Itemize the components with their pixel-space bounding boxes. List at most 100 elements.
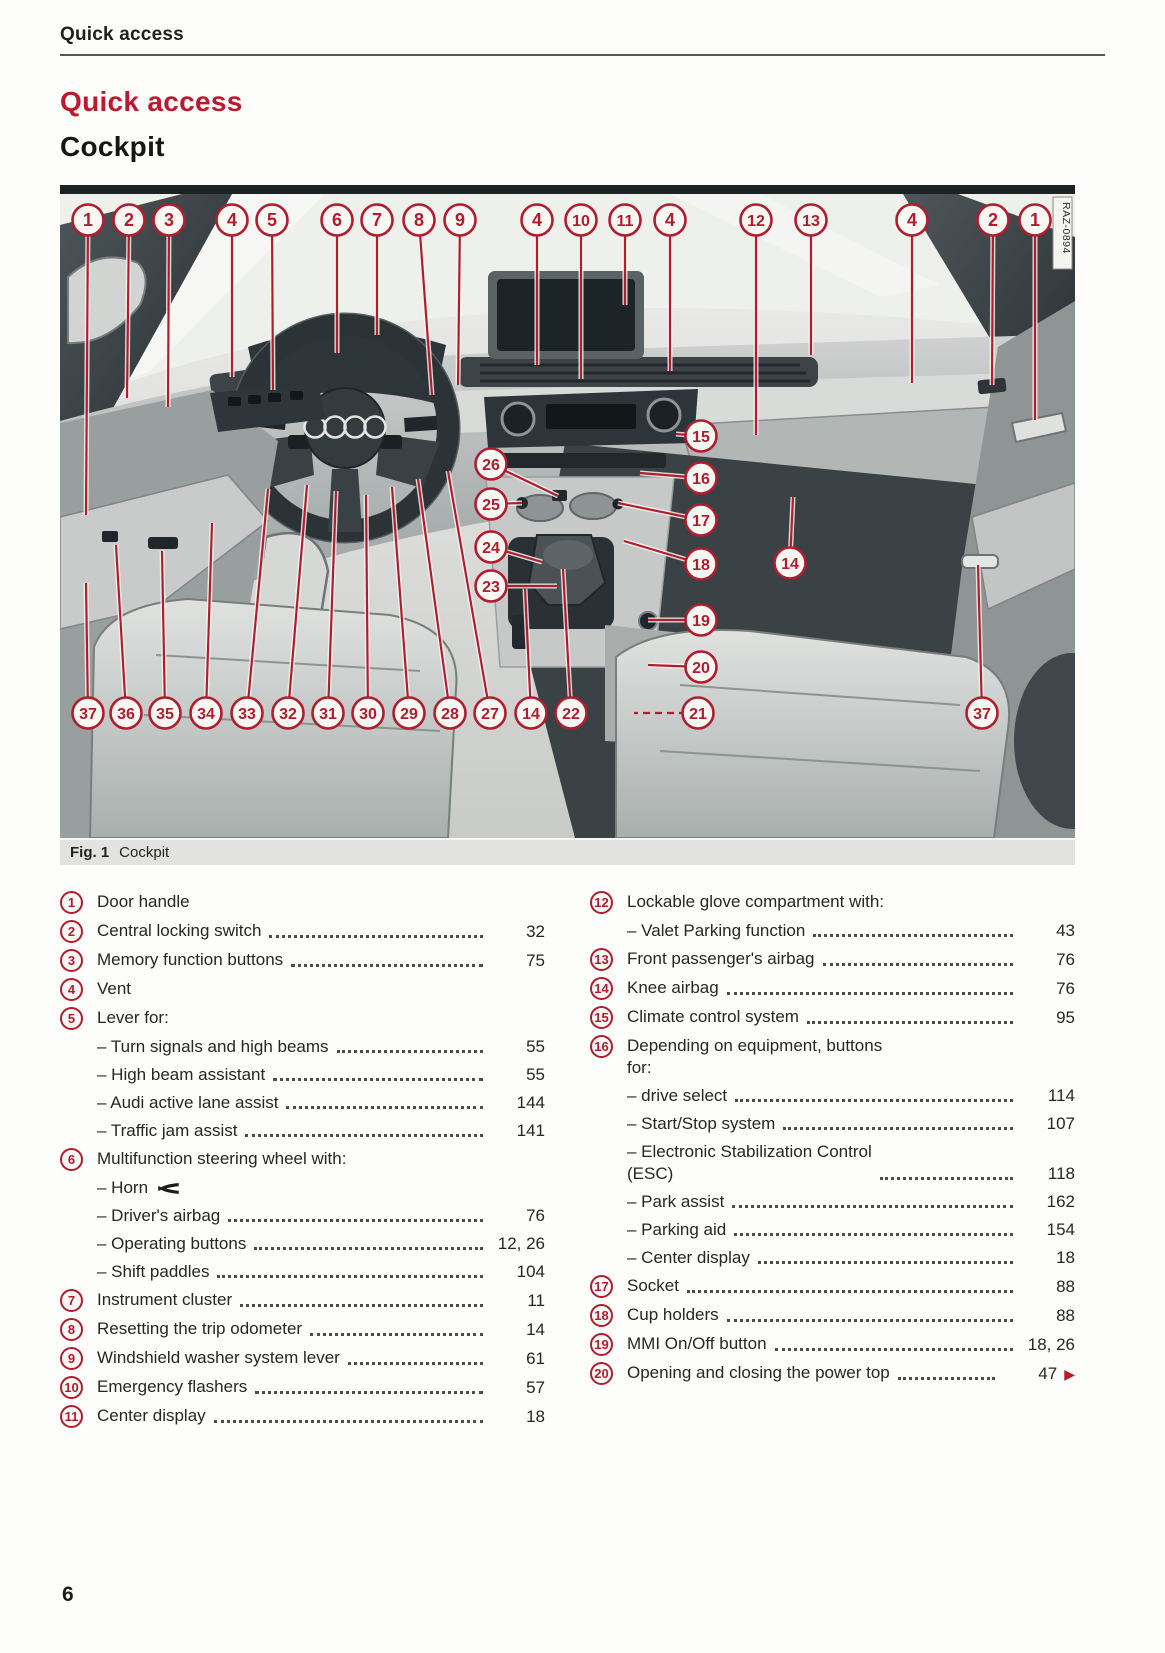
item-label: – Valet Parking function [627, 921, 806, 940]
dotted-leader [726, 992, 1013, 995]
dotted-leader [735, 1099, 1013, 1102]
svg-text:2: 2 [124, 210, 134, 230]
svg-text:20: 20 [692, 660, 710, 677]
figure-caption: Fig. 1 Cockpit [60, 838, 1075, 865]
item-number-badge: 19 [590, 1333, 613, 1356]
svg-text:4: 4 [665, 210, 675, 230]
dotted-leader [217, 1275, 483, 1278]
callout-26: 26 [474, 447, 508, 481]
dotted-leader [245, 1134, 483, 1137]
running-header: Quick access [60, 24, 184, 45]
item-page-number: 141 [516, 1121, 545, 1140]
dotted-leader [806, 1021, 1013, 1024]
item-label: Central locking switch [97, 921, 262, 940]
dotted-leader [336, 1050, 483, 1053]
item-number-badge: 16 [590, 1035, 613, 1058]
item-page-number: 61 [526, 1349, 545, 1368]
callout-17: 17 [684, 503, 718, 537]
item-label: – Park assist [627, 1192, 725, 1211]
item-number-badge: 13 [590, 948, 613, 971]
figure-caption-label: Fig. 1 [70, 844, 110, 861]
item-number-badge: 6 [60, 1148, 83, 1171]
cup-holder [569, 492, 617, 520]
item-label: Lever for: [97, 1008, 169, 1027]
svg-text:4: 4 [532, 210, 542, 230]
callout-34: 34 [189, 696, 223, 730]
svg-text:24: 24 [482, 540, 500, 557]
section-title: Quick access [60, 86, 243, 117]
button-strip [490, 453, 666, 468]
item-label: – Horn [97, 1178, 149, 1197]
item-label: Lockable glove compartment with: [627, 892, 885, 911]
callout-27: 27 [473, 696, 507, 730]
item-page-number: 75 [526, 951, 545, 970]
item-page-number: 76 [526, 1206, 545, 1225]
header-rule [60, 54, 1105, 56]
item-number-badge: 1 [60, 891, 83, 914]
svg-text:21: 21 [689, 706, 707, 723]
item-label: – Turn signals and high beams [97, 1037, 329, 1056]
item-page-number: 18 [526, 1407, 545, 1426]
watermark: RAZ-0894 [1052, 196, 1073, 270]
callout-16: 16 [684, 461, 718, 495]
svg-text:14: 14 [522, 706, 540, 723]
callout-31: 31 [311, 696, 345, 730]
item-number-badge: 8 [60, 1318, 83, 1341]
item-label: – Audi active lane assist [97, 1093, 279, 1112]
dotted-leader [291, 964, 483, 967]
item-page-number: 88 [1056, 1277, 1075, 1296]
item-label: Opening and closing the power top [627, 1363, 890, 1382]
svg-text:1: 1 [1030, 210, 1040, 230]
item-label: – Parking aid [627, 1220, 727, 1239]
callout-8: 8 [402, 203, 436, 237]
item-label: Depending on equipment, buttons for: [627, 1036, 883, 1077]
dotted-leader [228, 1219, 483, 1222]
callout-14: 14 [773, 546, 807, 580]
item-page-number: 12, 26 [497, 1234, 545, 1253]
item-page-number: 95 [1056, 1008, 1075, 1027]
dotted-leader [269, 935, 483, 938]
svg-text:36: 36 [117, 706, 135, 723]
svg-text:14: 14 [781, 556, 799, 573]
callout-13: 13 [794, 203, 828, 237]
item-number-badge: 15 [590, 1006, 613, 1029]
item-number-badge: 4 [60, 978, 83, 1001]
callout-14: 14 [514, 696, 548, 730]
dotted-leader [255, 1391, 483, 1394]
dotted-leader [240, 1304, 483, 1307]
svg-text:22: 22 [562, 706, 580, 723]
dotted-leader [347, 1362, 483, 1365]
dotted-leader [897, 1377, 996, 1380]
item-number-badge: 10 [60, 1376, 83, 1399]
svg-text:13: 13 [802, 213, 820, 230]
dotted-leader [774, 1348, 1013, 1351]
item-label: Knee airbag [627, 978, 719, 997]
callout-37: 37 [71, 696, 105, 730]
page-number: 6 [62, 1583, 74, 1606]
callout-35: 35 [148, 696, 182, 730]
item-page-number: 118 [1047, 1164, 1075, 1183]
roofline [60, 185, 1075, 194]
dotted-leader [213, 1420, 483, 1423]
item-number-badge: 3 [60, 949, 83, 972]
callout-5: 5 [255, 203, 289, 237]
dotted-leader [273, 1078, 483, 1081]
callout-6: 6 [320, 203, 354, 237]
audi-rings-icon [303, 415, 387, 439]
